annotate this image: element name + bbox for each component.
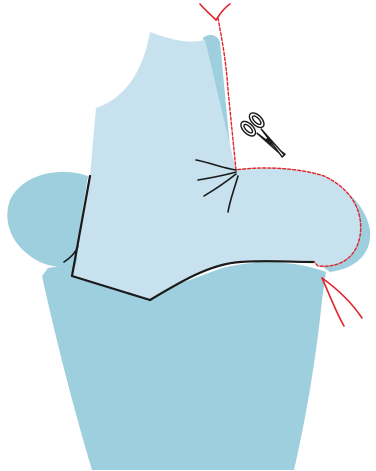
thread-top-right [215,3,231,21]
thread-black-2 [197,171,237,181]
scissors-icon [240,112,287,159]
thread-black-4 [227,175,239,213]
garment-body-back [42,262,326,470]
thread-top-left [199,3,217,21]
thread-black-3 [203,173,237,197]
left-sleeve [7,171,88,267]
bodice-left-outline [70,174,152,302]
armhole-edge-outline [63,245,79,263]
bodice-hem-outline [148,260,316,302]
cut-line [217,17,362,267]
thread-bottom-b [321,277,363,319]
thread-black-1 [195,159,237,171]
thread-bottom-a [321,277,345,327]
